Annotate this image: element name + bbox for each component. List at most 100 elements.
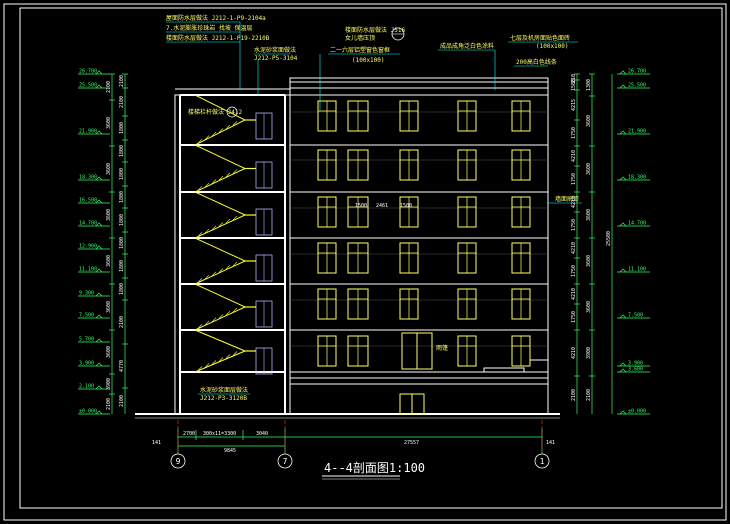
bottom-dim-141-right: 141 [546,440,555,446]
stair-hatch [204,228,210,234]
left-dim-value: 1800 [119,237,125,249]
left-dim-value: 1800 [119,214,125,226]
right-level-value: 26.700 [628,69,646,75]
left-level-triangle [95,222,103,227]
left-level-value: 5.700 [79,337,94,343]
stair-hatch [225,172,231,178]
window-dim-3: 1500 [400,203,412,209]
right-level-triangle [619,410,627,415]
left-level-value: 3.900 [79,361,94,367]
left-level-value: 12.900 [79,244,97,250]
axis-label-9: 9 [176,457,181,466]
main-block-outline [289,87,549,415]
building [174,77,549,415]
right-dim-value: 1500 [571,79,577,91]
right-dim-value: 1750 [571,127,577,139]
stair-hatch [232,169,238,174]
windows [255,100,531,375]
right-dim-value: 4210 [571,288,577,300]
left-level-triangle [95,268,103,273]
anno-mid-small: 水泥砂浆面做法 [254,46,296,54]
right-level-value: 3.900 [628,361,643,367]
stair-hatch [211,271,217,276]
stair-hatch [211,131,217,137]
bottom-dim-3: 3040 [256,431,268,437]
left-level-triangle [95,84,103,89]
canopy [483,367,525,373]
left-dim-value-outer: 3600 [106,301,112,313]
stair-hatch [197,278,203,283]
right-dim-value: 4210 [571,347,577,359]
stair-hatch [225,311,231,316]
right-dim-value: 1750 [571,173,577,185]
anno-top-right-2: 七层及机房面贴色面砖 [510,34,570,42]
left-dim-value-outer: 3600 [106,163,112,175]
left-level-triangle [95,70,103,75]
stair-hatch [211,179,217,184]
left-level-value: 18.300 [79,175,97,181]
ground-floor [289,332,549,415]
right-level-triangle [619,362,627,367]
left-dim-value: 2100 [119,395,125,407]
stair-flight-up [194,119,246,146]
left-dim-value-outer: 3600 [106,209,112,221]
stair-hatch [204,135,210,140]
stair-hatch [232,121,238,126]
stair-hatch [218,268,224,273]
outer-frame [3,3,727,521]
right-level-value: ±0.000 [628,409,646,415]
axis-label-1: 1 [540,457,545,466]
annotation-group-top-mid: 楼面防水层做法 J516 女儿墙压顶 二一六层铝塑窗色窗框 (100x100) [319,26,405,110]
right-dim-value: 1750 [571,265,577,277]
inner-frame [19,7,723,509]
roof-parapet [289,77,549,88]
left-dim-value: 1800 [119,145,125,157]
stair-hatch [204,182,210,188]
annotation-group-top-left: 屋面防水层做法 J212-1-P9-2104a 7.水泥膨胀珍珠岩 找坡 保温层… [166,14,298,95]
left-dim-value: 2100 [119,316,125,328]
bottom-dim-2: 300x11=3300 [203,431,236,437]
anno-stair: 楼梯栏杆做法 J412 [188,108,242,116]
dimension-chain-right: 2101500421517504210175042101750421017504… [571,73,595,414]
stair-hatch [211,317,217,322]
right-dim-value-outer: 3600 [586,301,592,313]
bottom-dim-141-left: 141 [152,440,161,446]
anno-size-mid: (100x100) [352,57,385,64]
stair-flight-down [194,329,246,352]
axis-markers: 9 7 1 [170,420,550,469]
left-level-value: 9.300 [79,291,94,297]
left-dim-value: 2100 [119,75,125,87]
right-level-value: 7.500 [628,313,643,319]
window-dim-2: 2461 [376,203,388,209]
left-level-value: ±0.000 [79,409,97,415]
left-dim-value: 1800 [119,260,125,272]
right-dim-value-outer: 3600 [586,115,592,127]
stair-flights [194,94,256,373]
bottom-dim-1: 2700 [183,431,195,437]
bottom-dim-4: 9845 [224,448,236,454]
right-level-value: 18.300 [628,175,646,181]
drawing-title: 4--4剖面图1:100 [324,461,425,475]
stair-hatch [204,320,210,326]
ground-canopy-slab [289,377,549,385]
total-dim-text: 25500 [606,231,612,246]
left-dim-value: 1800 [119,168,125,180]
anno-railing: 墙面刷漆 [555,195,579,203]
axis-bubble-1 [534,453,550,469]
floor-slabs [180,94,548,373]
left-level-value: 26.700 [79,69,97,75]
left-level-value: 11.100 [79,267,97,273]
stair-flight-up [194,168,246,193]
axis-label-7: 7 [283,457,288,466]
stair-hatch [225,265,231,270]
stair-flight-up [194,306,246,331]
left-level-triangle [95,362,103,367]
stair-hatch [197,366,203,371]
anno-top-left-3: 楼面防水层做法 J212-1-P19-2210B [166,34,270,42]
left-level-triangle [95,245,103,250]
left-dim-value-outer: 3600 [106,117,112,129]
stair-hatch [232,307,238,313]
left-level-value: 25.500 [79,83,97,89]
left-level-triangle [95,130,103,135]
stair-hatch [218,357,224,362]
